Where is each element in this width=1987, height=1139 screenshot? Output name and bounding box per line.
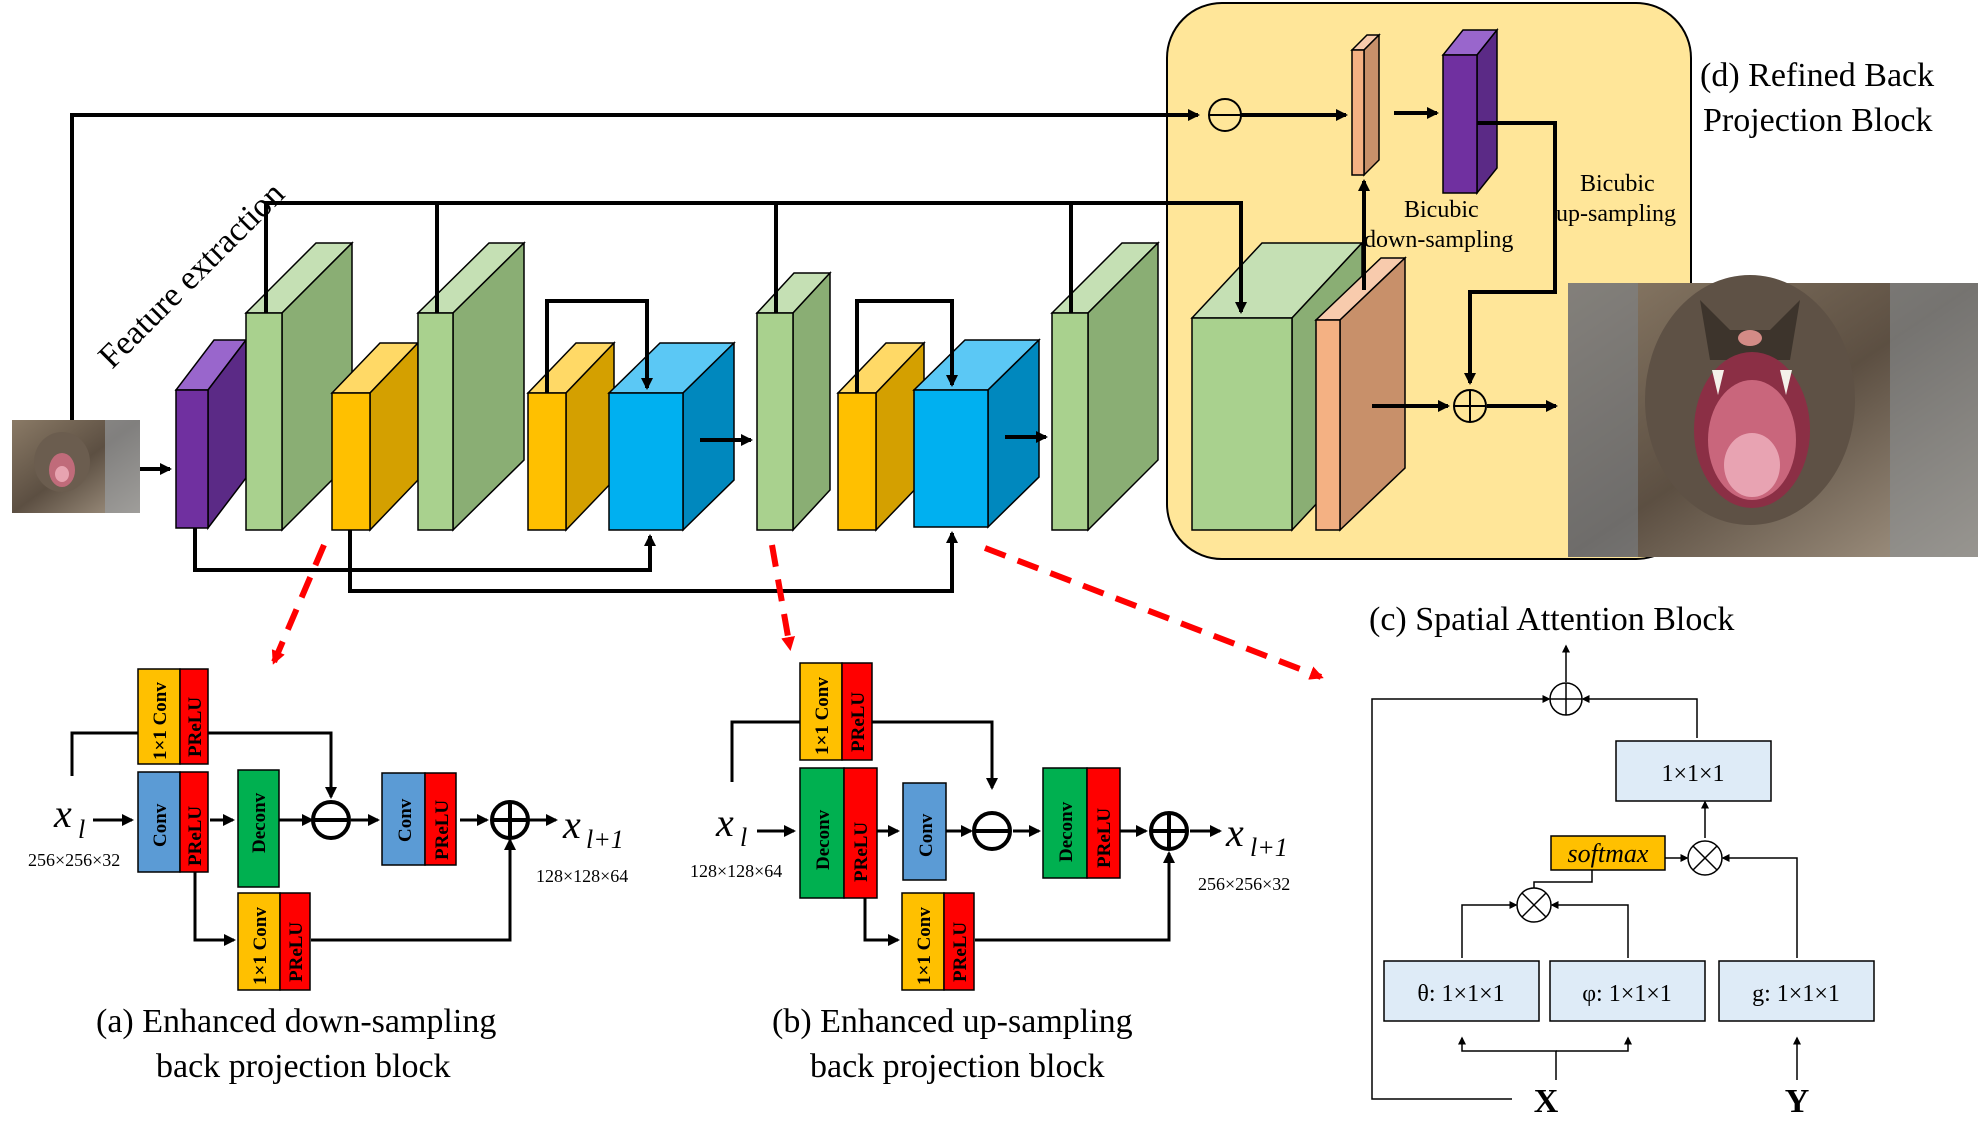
caption-a-line1: (a) Enhanced down-sampling <box>96 1003 496 1040</box>
block-salmon-top <box>1350 33 1381 177</box>
output-image <box>1568 275 1978 557</box>
a-deconv-label: Deconv <box>249 792 270 853</box>
a-bottom-conv1x1-label: 1×1 Conv <box>250 907 271 985</box>
b-output-dims: 256×256×32 <box>1198 874 1290 894</box>
block-b: 1×1 Conv PReLU Deconv PReLU Conv Deconv … <box>690 662 1290 1085</box>
a-top-prelu-label: PReLU <box>185 697 206 757</box>
b-output-sub: l+1 <box>1250 833 1288 862</box>
a-prelu2-label: PReLU <box>432 800 453 860</box>
b-input-dims: 128×128×64 <box>690 861 782 881</box>
block-orange-3 <box>836 341 926 532</box>
c-top-box-label: 1×1×1 <box>1661 761 1724 787</box>
block-c: (c) Spatial Attention Block 1×1×1 softma… <box>1369 601 1875 1120</box>
block-green-4 <box>1050 241 1160 532</box>
a-output-dims: 128×128×64 <box>536 866 628 886</box>
block-blue-1 <box>607 341 736 532</box>
block-purple-top <box>1441 27 1499 196</box>
a-prelu-label: PReLU <box>185 806 206 866</box>
b-prelu-label: PReLU <box>851 822 872 882</box>
b-conv-label: Conv <box>916 813 937 857</box>
c-phi-label: φ: 1×1×1 <box>1582 981 1672 1007</box>
bicubic-up-label1: Bicubic <box>1580 171 1655 197</box>
c-y-label: Y <box>1785 1083 1810 1120</box>
b-prelu2-label: PReLU <box>1094 808 1115 868</box>
detail-arrows <box>271 543 1324 680</box>
a-input-dims: 256×256×32 <box>28 850 120 870</box>
b-top-conv1x1-label: 1×1 Conv <box>812 677 833 755</box>
b-input-var: x <box>715 800 734 845</box>
b-bottom-conv1x1-label: 1×1 Conv <box>914 907 935 985</box>
b-top-prelu-label: PReLU <box>848 692 869 752</box>
caption-b-line2: back projection block <box>810 1048 1105 1085</box>
c-softmax-label: softmax <box>1568 839 1649 868</box>
c-g-label: g: 1×1×1 <box>1752 981 1840 1007</box>
block-a: 1×1 Conv PReLU Conv PReLU Deconv Conv PR… <box>28 668 628 1085</box>
bicubic-up-label2: up-sampling <box>1556 201 1676 227</box>
block-green-3 <box>755 271 832 532</box>
b-input-sub: l <box>740 823 747 852</box>
a-input-sub: l <box>78 815 85 844</box>
block-blue-2 <box>912 338 1041 529</box>
a-input-var: x <box>53 791 72 836</box>
a-conv2-label: Conv <box>395 798 416 842</box>
b-deconv-label: Deconv <box>813 809 834 870</box>
block-orange-2 <box>526 341 616 532</box>
input-image <box>12 420 140 513</box>
main-connections <box>70 107 1558 593</box>
block-purple-input <box>174 337 248 531</box>
a-top-conv1x1-label: 1×1 Conv <box>150 682 171 760</box>
refined-title-line1: (d) Refined Back <box>1700 57 1934 94</box>
refined-title-line2: Projection Block <box>1703 102 1932 139</box>
b-output-var: x <box>1225 810 1244 855</box>
bicubic-down-label1: Bicubic <box>1404 197 1479 223</box>
caption-a-line2: back projection block <box>156 1048 451 1085</box>
caption-b-line1: (b) Enhanced up-sampling <box>772 1003 1133 1040</box>
c-x-label: X <box>1534 1083 1559 1120</box>
a-conv-label: Conv <box>150 803 171 847</box>
b-deconv2-label: Deconv <box>1056 801 1077 862</box>
b-bottom-prelu-label: PReLU <box>950 922 971 982</box>
block-orange-1 <box>330 341 420 532</box>
add-op-refined <box>1453 389 1487 423</box>
a-output-sub: l+1 <box>586 825 624 854</box>
bicubic-down-label2: down-sampling <box>1364 227 1513 253</box>
block-salmon-refined <box>1314 256 1407 532</box>
spatial-attention-title: (c) Spatial Attention Block <box>1369 601 1734 638</box>
block-green-2 <box>416 241 526 532</box>
a-bottom-prelu-label: PReLU <box>286 922 307 982</box>
c-theta-label: θ: 1×1×1 <box>1417 981 1504 1007</box>
a-output-var: x <box>562 802 581 847</box>
subtract-op-refined <box>1208 98 1242 132</box>
